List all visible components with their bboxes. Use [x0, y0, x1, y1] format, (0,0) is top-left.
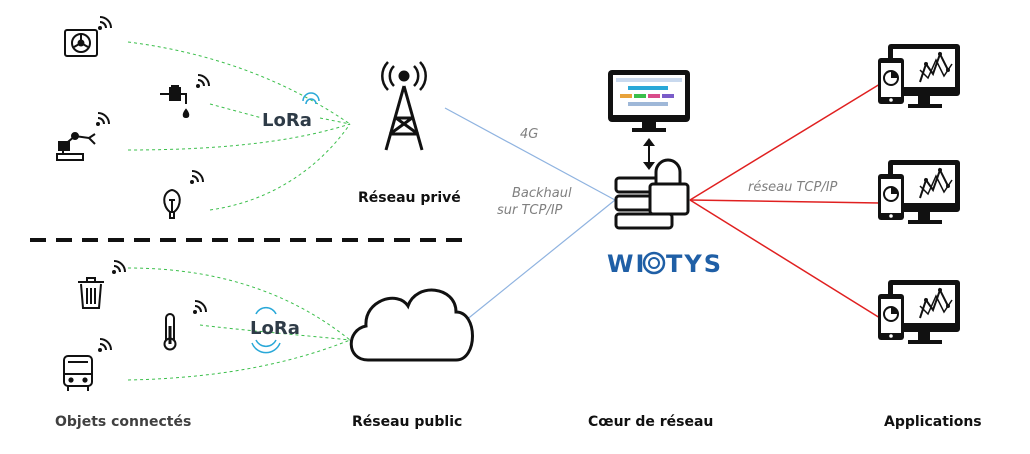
antenna-tower-icon: [381, 61, 427, 151]
signal-icon: [111, 260, 126, 275]
computer-tablet-icon: [877, 279, 961, 345]
backhaul-label-line2: sur TCP/IP: [497, 203, 563, 218]
wiotys-logo: WI TYS: [607, 250, 723, 278]
signal-icon: [189, 170, 204, 185]
link-4g-label: 4G: [520, 127, 539, 142]
network-core-label: Cœur de réseau: [588, 414, 714, 430]
fan-icon: [64, 29, 98, 57]
trash-bin-icon: [78, 277, 104, 309]
computer-tablet-icon: [877, 159, 961, 225]
bidirectional-arrow-icon: [643, 138, 655, 170]
svg-text:TYS: TYS: [666, 250, 723, 278]
backhaul-label-line1: Backhaul: [512, 186, 572, 201]
signal-icon: [195, 74, 210, 89]
public-network-label: Réseau public: [352, 414, 463, 430]
svg-text:LoRa: LoRa: [250, 318, 300, 339]
signal-icon: [97, 338, 112, 353]
connected-objects-label: Objets connectés: [55, 414, 192, 430]
signal-icon: [95, 112, 110, 127]
thermometer-icon: [163, 313, 177, 351]
cloud-icon: [349, 288, 474, 362]
signal-icon: [192, 300, 207, 315]
dashboard-monitor-icon: [608, 70, 690, 132]
applications-label: Applications: [884, 414, 982, 430]
tcp-ip-network-label: réseau TCP/IP: [748, 180, 838, 195]
tcp-ip-links: [689, 83, 881, 319]
svg-text:LoRa: LoRa: [262, 110, 312, 131]
svg-text:WI: WI: [607, 250, 646, 278]
lock-icon: [648, 158, 690, 216]
lightbulb-icon: [163, 188, 181, 219]
lora-links-public: [127, 267, 351, 381]
signal-icon: [97, 16, 112, 31]
robot-arm-icon: [56, 132, 96, 161]
lora-logo-private: LoRa: [262, 92, 320, 131]
computer-tablet-icon: [877, 43, 961, 109]
lora-links-private: [127, 41, 351, 211]
private-network-label: Réseau privé: [358, 190, 461, 206]
lora-logo-public: LoRa: [250, 306, 300, 354]
faucet-icon: [160, 85, 190, 119]
backhaul-links: [444, 107, 616, 326]
bus-icon: [63, 355, 93, 391]
